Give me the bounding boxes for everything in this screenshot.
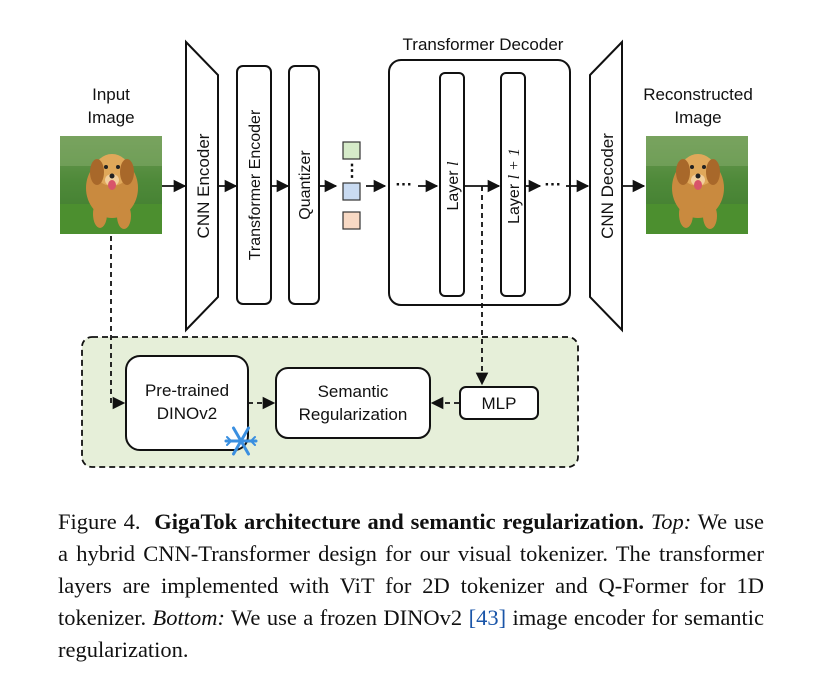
input-label-line-1: Input: [92, 85, 130, 104]
decoder-ellipsis-left: ···: [396, 175, 413, 194]
cnn-encoder-block: [185, 39, 219, 333]
cnn-decoder-label: CNN Decoder: [598, 133, 617, 239]
quantizer-block: [288, 65, 320, 305]
snowflake-icon: [224, 426, 258, 456]
layer-l-block: [439, 72, 465, 297]
citation-link[interactable]: [43]: [468, 605, 507, 630]
caption-bottom-text-1: We use a frozen DINOv2: [231, 605, 463, 630]
token-ellipsis: ⋮: [344, 161, 361, 180]
transformer-decoder-block: [388, 59, 571, 306]
layer-l-plus-1-block: [500, 72, 526, 297]
figure-caption: Figure 4. GigaTok architecture and seman…: [58, 506, 764, 666]
mlp-label: MLP: [482, 394, 517, 413]
token-orange: [342, 211, 361, 230]
input-image: [60, 136, 162, 234]
dashed-arrow-input-to-dinov2: [110, 236, 126, 410]
transformer-decoder-title: Transformer Decoder: [403, 35, 564, 54]
caption-top-text: We use a hybrid CNN-Transformer design f…: [58, 509, 765, 630]
caption-bottom-text-2: image encoder for semantic regularizatio…: [58, 605, 765, 662]
output-label-line-1: Reconstructed: [643, 85, 753, 104]
decoder-ellipsis-right: ···: [545, 175, 562, 194]
cnn-decoder-block: [589, 39, 623, 333]
transformer-encoder-block: [236, 65, 272, 305]
pretrained-dinov2-block: [125, 355, 249, 451]
cnn-encoder-label: CNN Encoder: [194, 133, 213, 238]
dinov2-label-line-2: DINOv2: [157, 404, 217, 423]
caption-title: GigaTok architecture and semantic regula…: [154, 509, 644, 534]
token-green: [342, 141, 361, 160]
architecture-diagram: Input Image CNN Encoder Transformer Enco…: [60, 35, 753, 468]
mlp-block: [459, 386, 539, 420]
transformer-encoder-label: Transformer Encoder: [247, 109, 264, 260]
reconstructed-image: [646, 136, 748, 234]
quantizer-label: Quantizer: [297, 150, 314, 220]
layer-l-plus-1-label: Layer l + 1: [506, 148, 523, 224]
semantic-regularization-block: [275, 367, 431, 439]
figure-label: Figure 4.: [58, 509, 141, 534]
input-label-line-2: Image: [87, 108, 134, 127]
output-label-line-2: Image: [674, 108, 721, 127]
semantic-label-line-2: Regularization: [299, 405, 408, 424]
caption-bottom-label: Bottom:: [152, 605, 226, 630]
token-blue: [342, 182, 361, 201]
semantic-label-line-1: Semantic: [318, 382, 389, 401]
caption-top-label: Top:: [650, 509, 692, 534]
dinov2-label-line-1: Pre-trained: [145, 381, 229, 400]
layer-l-label: Layer l: [445, 161, 462, 210]
